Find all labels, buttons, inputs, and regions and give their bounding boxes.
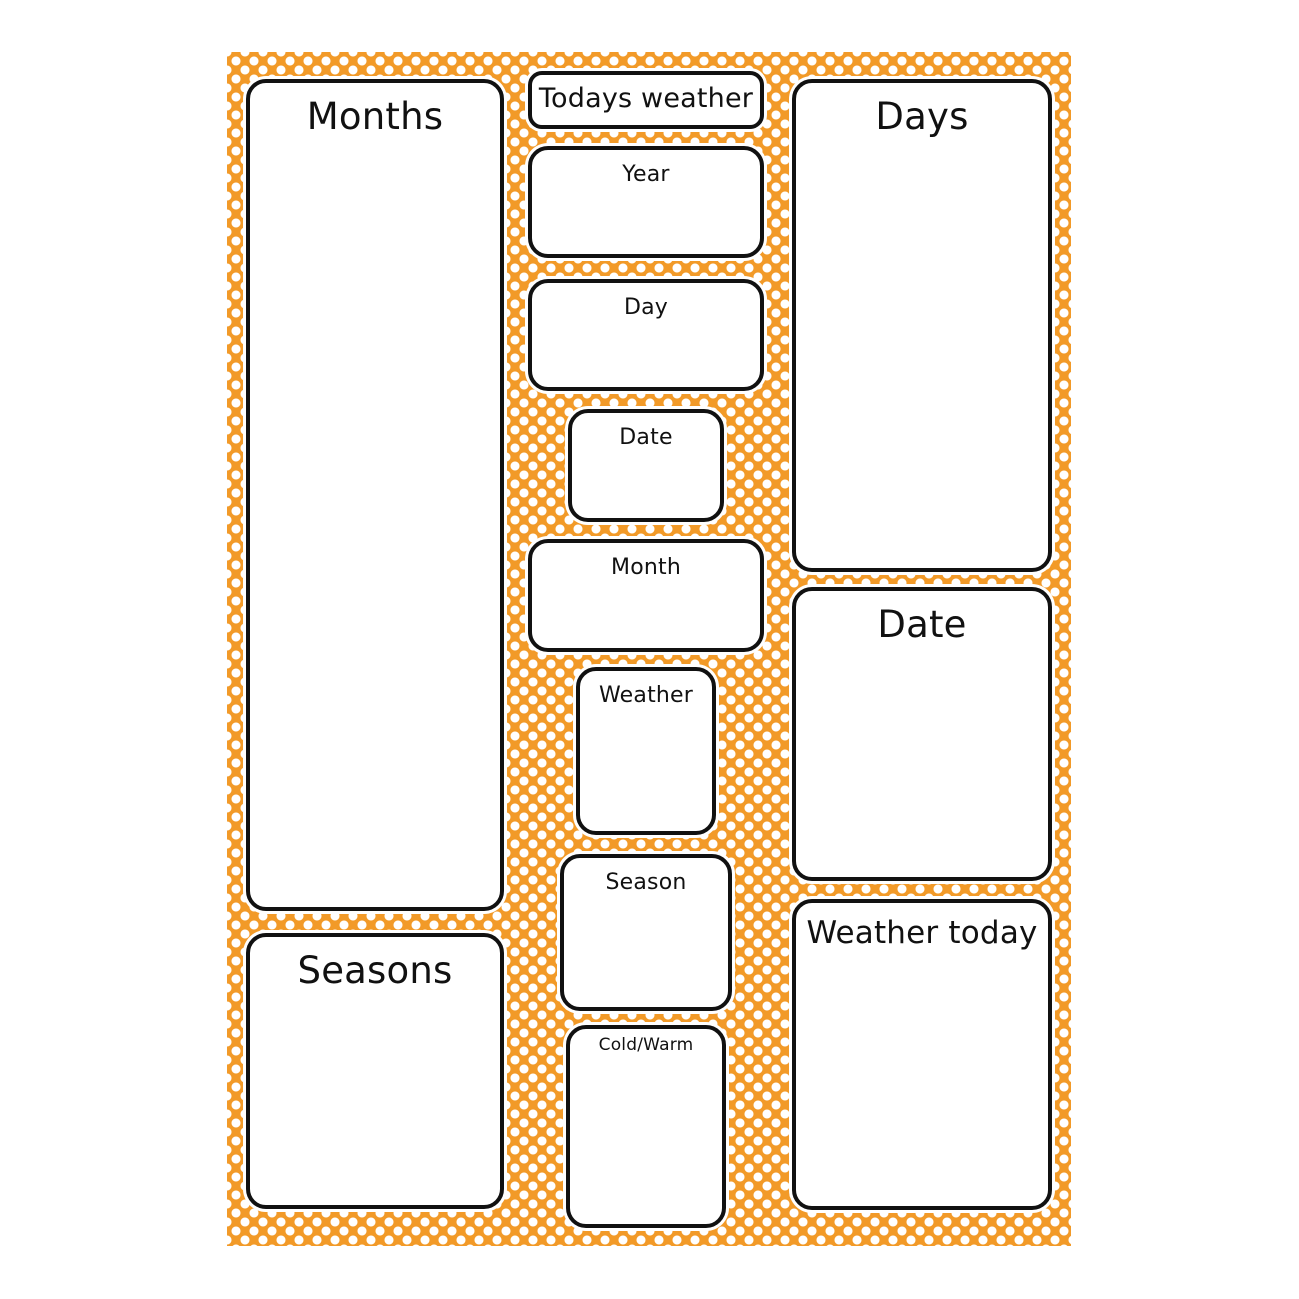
weather-panel: Weather [576, 667, 716, 835]
year-panel: Year [528, 146, 764, 258]
day-panel: Day [528, 279, 764, 391]
days-panel: Days [792, 79, 1052, 572]
seasons-panel: Seasons [246, 933, 504, 1209]
date-label-small: Date [619, 425, 673, 450]
weather-label: Weather [598, 683, 694, 708]
season-panel: Season [560, 854, 732, 1011]
todays-weather-label: Todays weather [538, 83, 754, 114]
weather-today-panel: Weather today [792, 899, 1052, 1210]
cold-warm-panel: Cold/Warm [566, 1025, 726, 1228]
days-label: Days [875, 95, 969, 138]
todays-weather-header: Todays weather [528, 71, 764, 129]
date-panel-small: Date [568, 409, 724, 522]
weather-today-label: Weather today [806, 915, 1038, 951]
month-panel: Month [528, 539, 764, 652]
months-label: Months [306, 95, 444, 138]
months-panel: Months [246, 79, 504, 911]
month-label: Month [611, 555, 681, 580]
date-label-large: Date [877, 603, 967, 646]
weather-calendar-board: Months Seasons Todays weather Year Day D… [227, 52, 1071, 1246]
date-panel-large: Date [792, 587, 1052, 881]
season-label: Season [605, 870, 687, 895]
year-label: Year [622, 162, 670, 187]
seasons-label: Seasons [297, 949, 453, 992]
day-label: Day [623, 295, 669, 320]
cold-warm-label: Cold/Warm [598, 1035, 694, 1055]
